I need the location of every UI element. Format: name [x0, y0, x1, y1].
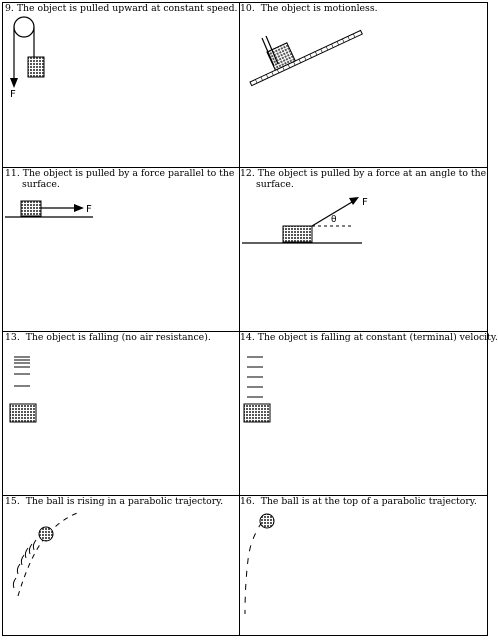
trajectory-path: [244, 521, 263, 615]
force-label-f: F: [86, 204, 92, 215]
force-arrowhead-down: [10, 78, 18, 88]
caption-problem-11-line1: 11. The object is pulled by a force para…: [5, 168, 235, 179]
force-label-f: F: [362, 197, 368, 208]
falling-block: [243, 403, 271, 423]
force-label-f: F: [10, 89, 16, 100]
problem-grid: [2, 2, 488, 636]
angled-pull-diagram: θ F: [242, 197, 368, 244]
ball: [38, 526, 54, 542]
force-arrowhead: [349, 197, 359, 205]
caption-problem-12-line1: 12. The object is pulled by a force at a…: [240, 168, 487, 179]
row-divider: [3, 495, 487, 496]
horizontal-pull-diagram: F: [5, 200, 93, 218]
caption-problem-10: 10. The object is motionless.: [240, 3, 378, 14]
incline-diagram: [249, 29, 363, 87]
row-divider: [3, 167, 487, 168]
falling-block: [9, 403, 37, 423]
free-fall-diagram: [14, 356, 30, 387]
caption-problem-16: 16. The ball is at the top of a paraboli…: [240, 496, 477, 507]
force-arrowhead: [74, 204, 84, 212]
trajectory-path: [17, 511, 81, 597]
caption-problem-12-line2: surface.: [256, 179, 294, 190]
caption-problem-9: 9. The object is pulled upward at consta…: [5, 3, 238, 14]
block: [282, 225, 313, 243]
pulley-diagram: F: [10, 16, 45, 100]
block-on-incline: [266, 42, 296, 71]
pulley-wheel: [13, 16, 35, 38]
caption-problem-14: 14. The object is falling at constant (t…: [240, 332, 498, 343]
ball: [259, 513, 275, 529]
hanging-block: [27, 56, 45, 78]
caption-problem-15: 15. The ball is rising in a parabolic tr…: [5, 496, 224, 507]
angle-label-theta: θ: [331, 215, 337, 225]
row-divider: [3, 331, 487, 332]
force-arrow-shaft: [311, 201, 353, 227]
rising-ball-diagram: [12, 511, 81, 597]
caption-problem-11-line2: surface.: [22, 179, 60, 190]
support-post: [261, 37, 275, 67]
terminal-velocity-diagram: [247, 356, 263, 398]
top-ball-diagram: [244, 513, 275, 615]
block: [20, 200, 42, 217]
column-divider: [239, 3, 240, 635]
caption-problem-13: 13. The object is falling (no air resist…: [5, 332, 211, 343]
